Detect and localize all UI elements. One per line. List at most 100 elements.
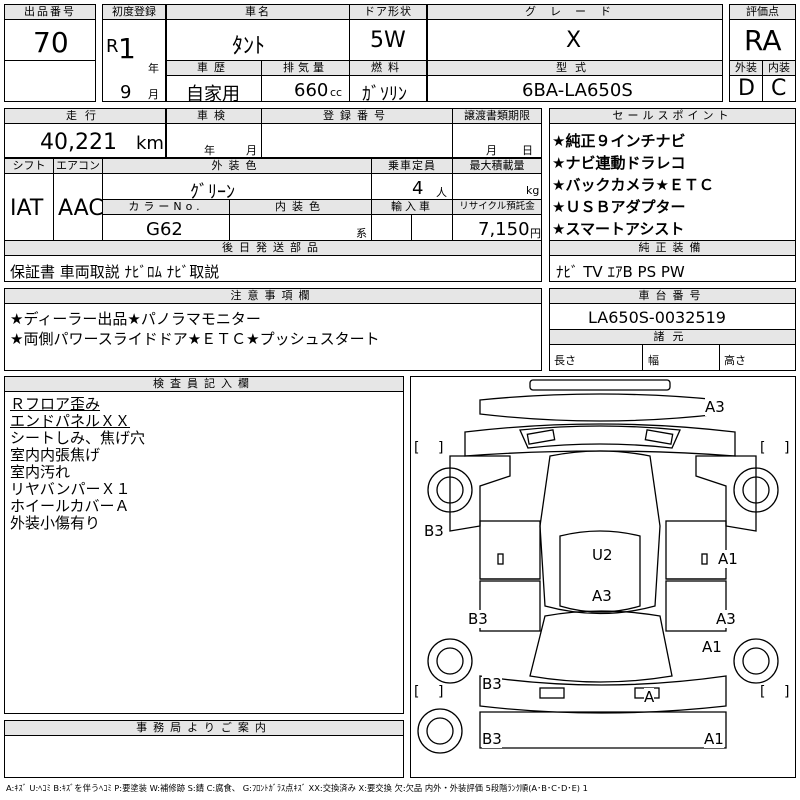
ext-color-header: 外装色 [102,158,372,174]
int-color-header: 内装色 [229,199,372,215]
inspector-header: 検査員記入欄 [4,376,404,392]
inspector-box [4,376,404,714]
inspection-header: 車検 [166,108,262,124]
windshield [519,425,681,449]
dims-width-cell [642,344,720,371]
displacement-value: 660 [294,80,329,101]
later-parts-header: 後日発送部品 [4,240,542,256]
spare-wheel-inner [426,717,454,745]
aircon-value: AAC [58,196,104,221]
dims-width-label: 幅 [648,354,659,367]
color-no-value: G62 [146,219,183,240]
selling-point-item: ★ナビ連動ドラレコ [552,154,686,172]
bracket-right-top-close: ] [784,440,789,456]
chassis-value: LA650S-0032519 [588,308,726,327]
mileage-header: 走行 [4,108,166,124]
bracket-left-bottom-close: ] [438,684,443,700]
mark-right-rear: A3 [716,610,736,628]
later-parts-value: 保証書 車両取説 ﾅﾋﾞﾛﾑ ﾅﾋﾞ取説 [10,263,220,281]
score-header: 評価点 [729,4,796,20]
selling-point-item: ★純正９インチナビ [552,132,686,150]
recycle-value: 7,150 [478,219,530,240]
aircon-header: エアコン [53,158,103,174]
note-item: ★両側パワースライドドア★ＥＴＣ★プッシュスタート [10,330,380,348]
displacement-unit: cc [330,86,343,99]
first-reg-header: 初度登録 [102,4,166,20]
month-unit: 月 [148,88,159,101]
handle-left [497,553,504,565]
office-header: 事務局よりご案内 [4,720,404,736]
front-lamp-left [526,429,556,445]
transfer-day-unit: 日 [522,144,533,157]
standard-equip-header: 純正装備 [549,240,796,256]
selling-point-item: ★バックカメラ★ＥＴＣ [552,176,714,194]
front-bumper [479,393,721,422]
exterior-score-value: D [738,76,755,101]
car-name-header: 車名 [166,4,350,20]
wheel-rear-left-inner [436,647,464,675]
roof-inner [559,530,641,613]
mark-right-front: A1 [718,550,738,568]
door-left-front [479,520,541,580]
door-header: ドア形状 [349,4,427,20]
year-unit: 年 [148,62,159,75]
car-diagram-box [410,376,796,778]
bracket-left-top: [ [414,440,419,456]
dims-header: 諸元 [549,329,796,345]
lot-number-header: 出品番号 [4,4,96,20]
mark-roof: A3 [592,587,612,605]
door-left-rear [479,580,541,632]
wheel-front-left-inner [436,476,464,504]
notes-list: ★ディーラー出品★パノラマモニター ★両側パワースライドドア★ＥＴＣ★プッシュス… [10,309,380,349]
inspector-notes-list: Ｒフロア歪み エンドパネルＸＸ シートしみ、焦げ穴 室内内張焦げ 室内汚れ リヤ… [10,396,145,532]
mark-rear-center: A [644,688,655,706]
bracket-left-bottom: [ [414,684,419,700]
inspector-note-item: リヤバンパーＸ１ [10,480,131,498]
first-reg-box [102,4,166,102]
shift-header: シフト [4,158,54,174]
door-right-rear [665,580,727,632]
recycle-header: リサイクル預託金 [452,199,542,215]
history-value: 自家用 [186,84,240,105]
wheel-front-left [427,467,473,513]
inspector-note-item: 外装小傷有り [10,514,101,532]
era-value: R [106,36,119,57]
mileage-unit: km [136,133,164,154]
mark-bottom-right: A1 [704,730,724,748]
color-no-header: カラーNo. [102,199,230,215]
car-diagram: [ ] [ ] [ ] [ ] [414,379,789,754]
notes-header: 注意事項欄 [4,288,542,304]
wheel-front-right-inner [742,476,770,504]
month-value: 9 [120,82,132,103]
grade-header: グレード [427,4,723,20]
mark-bottom-left: B3 [482,730,502,748]
selling-points-list: ★純正９インチナビ ★ナビ連動ドラレコ ★バックカメラ★ＥＴＣ ★ＵＳＢアダプタ… [552,130,714,240]
door-value: 5W [370,28,406,53]
bracket-right-top: [ [760,440,765,456]
inspection-month-unit: 月 [246,144,257,157]
front-lamp-right [644,429,674,445]
ext-color-value: ｸﾞﾘｰﾝ [190,182,235,203]
mark-left-panel: B3 [424,522,444,540]
dims-length-label: 長さ [554,354,576,367]
roof-outline [539,450,661,615]
handle-right [701,553,708,565]
lot-number-value: 70 [33,26,69,59]
rear-plate [539,687,565,699]
rear-glass [529,610,673,683]
chassis-header: 車台番号 [549,288,796,304]
wheel-rear-left [427,638,473,684]
bracket-left-top-close: ] [438,440,443,456]
right-body [695,455,757,532]
standard-equip-value: ﾅﾋﾞ TV ｴｱB PS PW [556,263,685,281]
wheel-rear-right-inner [742,647,770,675]
fuel-value: ｶﾞｿﾘﾝ [362,84,407,105]
import-checkbox [411,214,412,241]
selling-point-item: ★ＵＳＢアダプター [552,198,686,216]
year-value: 1 [118,32,136,65]
max-load-header: 最大積載量 [452,158,542,174]
mark-left-rear: B3 [468,610,488,628]
mileage-value: 40,221 [40,130,117,155]
rear-bumper [479,711,727,749]
max-load-unit: kg [526,184,540,197]
